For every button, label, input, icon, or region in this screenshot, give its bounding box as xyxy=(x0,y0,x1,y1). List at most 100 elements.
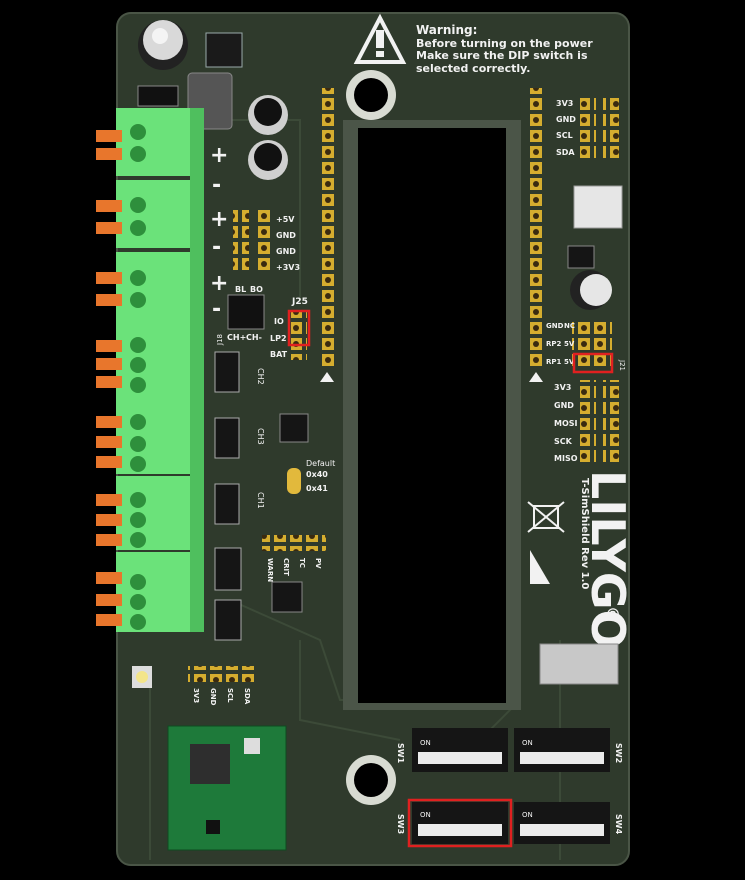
dip-sw3[interactable] xyxy=(412,802,508,844)
terminal-levers[interactable] xyxy=(96,130,122,626)
ch1-label: CH1 xyxy=(256,492,265,509)
addr-0x40-label: 0x40 xyxy=(306,470,328,479)
sel-5v-1: 5V xyxy=(564,340,575,348)
right-i2c-scl: SCL xyxy=(556,131,573,140)
capacitor-right xyxy=(570,270,612,310)
addr-default-label: Default xyxy=(306,459,335,468)
ch3-label: CH3 xyxy=(256,428,265,445)
spi-mosi: MOSI xyxy=(554,419,578,428)
dip-sw3-on: ON xyxy=(420,811,431,819)
dip-sw2[interactable] xyxy=(514,728,610,772)
highlight-sw3 xyxy=(407,798,513,848)
sign-5: + xyxy=(210,271,228,296)
warning-line-1: Before turning on the power xyxy=(416,37,593,50)
power-label-gnd-2: GND xyxy=(276,247,296,256)
lora-module xyxy=(167,725,287,851)
bottom-header xyxy=(188,666,256,682)
right-spi-header-a xyxy=(580,380,596,462)
status-warn: WARN xyxy=(266,558,274,582)
sel-rp2: RP2 xyxy=(546,340,562,348)
sign-2: - xyxy=(212,173,221,198)
bottom-sda: SDA xyxy=(243,688,251,705)
dip-sw4-on: ON xyxy=(522,811,533,819)
sensor-ic xyxy=(279,413,309,443)
spi-miso: MISO xyxy=(554,454,578,463)
power-header-a xyxy=(233,210,249,274)
dip-sw3-label: SW3 xyxy=(396,814,405,834)
bottom-scl: SCL xyxy=(226,688,234,703)
sign-3: + xyxy=(210,207,228,232)
status-pv: PV xyxy=(314,558,322,569)
status-header xyxy=(262,535,326,551)
j21-label: J21 xyxy=(618,359,626,371)
right-header-marker xyxy=(529,372,543,382)
capacitor-1 xyxy=(248,95,288,135)
sign-4: - xyxy=(212,235,221,260)
capacitor-top xyxy=(138,20,188,70)
bottom-gnd: GND xyxy=(209,688,217,706)
sign-1: + xyxy=(210,143,228,168)
power-label-3v3: +3V3 xyxy=(276,263,300,272)
sd-card-slot[interactable] xyxy=(539,643,619,685)
sign-6: - xyxy=(212,297,221,322)
right-i2c-3v3: 3V3 xyxy=(556,99,573,108)
ch2-label: CH2 xyxy=(256,368,265,385)
j25-bat-label: BAT xyxy=(270,350,288,359)
dip-sw1[interactable] xyxy=(412,728,508,772)
jst-connector[interactable] xyxy=(573,185,623,229)
registered-mark: ® xyxy=(605,605,621,624)
left-pin-header xyxy=(318,88,336,370)
brand-logo: LILYGO xyxy=(581,470,635,649)
ina-ic xyxy=(271,581,303,613)
warning-line-3: selected correctly. xyxy=(416,62,530,75)
power-header-b xyxy=(256,210,272,274)
addr-0x41-label: 0x41 xyxy=(306,484,328,493)
dip-sw1-label: SW1 xyxy=(396,743,405,764)
right-pin-header xyxy=(527,88,545,370)
mounting-hole-top xyxy=(346,70,396,120)
right-i2c-header-a xyxy=(580,98,596,162)
power-label-gnd-1: GND xyxy=(276,231,296,240)
boot-jumper[interactable] xyxy=(227,294,265,330)
board-name: T-SimShield Rev 1.0 xyxy=(579,478,590,589)
warning-title: Warning: xyxy=(416,23,477,37)
regulator-5 xyxy=(214,599,242,641)
warning-line-2: Make sure the DIP switch is xyxy=(416,49,588,62)
weee-icon xyxy=(527,501,565,533)
status-tc: TC xyxy=(298,558,306,568)
spi-sck: SCK xyxy=(554,437,573,446)
right-i2c-header-b xyxy=(603,98,619,162)
status-crit: CRIT xyxy=(282,558,290,576)
diode xyxy=(137,85,179,107)
right-i2c-gnd: GND xyxy=(556,115,576,124)
dip-sw1-on: ON xyxy=(420,739,431,747)
transistor xyxy=(567,245,595,269)
sel-nc: NC xyxy=(564,322,575,330)
addr-jumper[interactable] xyxy=(287,468,301,494)
display-window xyxy=(358,128,506,703)
warning-icon xyxy=(353,13,407,64)
capacitor-2 xyxy=(248,140,288,180)
j25-header[interactable] xyxy=(291,312,307,360)
right-i2c-sda: SDA xyxy=(556,148,575,157)
sel-gnd: GND xyxy=(546,322,564,330)
highlight-j21 xyxy=(572,352,614,374)
j25-io-label: IO xyxy=(274,317,284,326)
led xyxy=(132,666,152,688)
ch-pos-label: CH+ xyxy=(227,333,246,342)
spi-3v3: 3V3 xyxy=(554,383,571,392)
power-label-5v: +5V xyxy=(276,215,295,224)
terminal-screws xyxy=(130,124,146,630)
boot-label-bl: BL xyxy=(235,285,246,294)
dip-sw4[interactable] xyxy=(514,802,610,844)
right-select-header[interactable] xyxy=(572,318,612,370)
dip-sw2-label: SW2 xyxy=(614,743,623,763)
j25-label: J25 xyxy=(291,297,308,307)
regulators xyxy=(214,351,240,525)
boot-label-bo: BO xyxy=(250,285,263,294)
j18-label: J18 xyxy=(216,334,224,346)
terminal-blocks xyxy=(116,108,204,632)
esd-icon xyxy=(530,550,550,584)
dip-sw4-label: SW4 xyxy=(614,814,623,835)
